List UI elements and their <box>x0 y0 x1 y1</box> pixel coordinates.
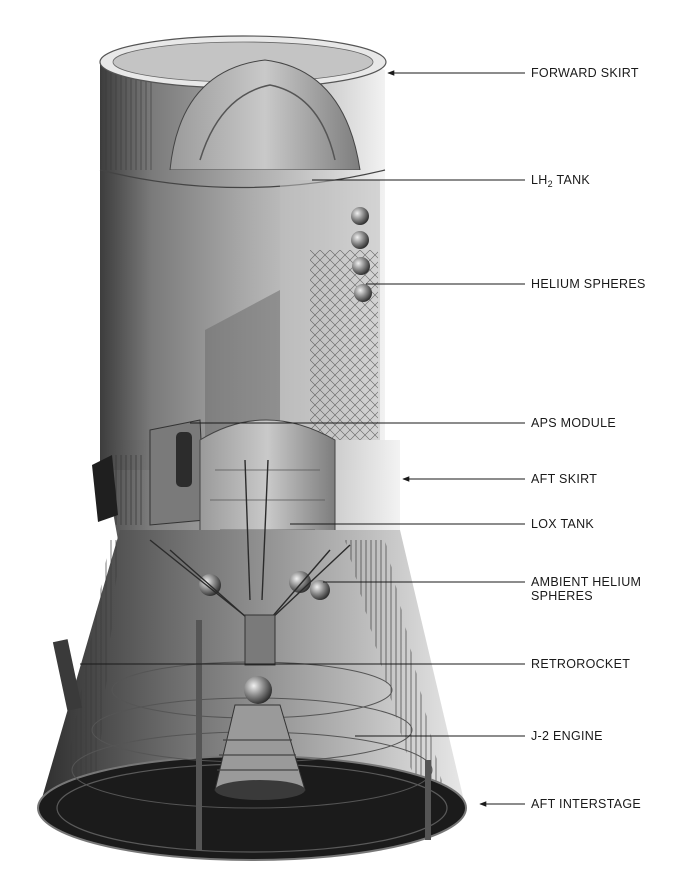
aps-module-unit <box>176 432 192 487</box>
label-ambient-helium-line1: AMBIENT HELIUM <box>531 575 642 589</box>
retrorocket-tubes <box>52 620 431 850</box>
label-j2-engine: J-2 ENGINE <box>531 729 603 743</box>
helium-sphere <box>352 257 370 275</box>
leader-lines <box>80 70 525 807</box>
ambient-helium-sphere <box>289 571 311 593</box>
label-aps-module: APS MODULE <box>531 416 616 430</box>
lh2-tank-body <box>99 169 386 470</box>
label-lh2-tank-subscript: 2 <box>547 179 553 189</box>
j2-engine <box>214 614 306 800</box>
label-lh2-tank-suffix: TANK <box>552 173 591 187</box>
label-lh2-tank: LH2 TANK <box>531 173 591 189</box>
helium-sphere <box>351 207 369 225</box>
label-aft-skirt: AFT SKIRT <box>531 472 598 486</box>
label-helium-spheres: HELIUM SPHERES <box>531 277 646 291</box>
label-ambient-helium-line2: SPHERES <box>531 589 593 603</box>
helium-spheres-group <box>351 207 372 302</box>
label-forward-skirt: FORWARD SKIRT <box>531 66 639 80</box>
label-aft-interstage: AFT INTERSTAGE <box>531 797 641 811</box>
ambient-helium-sphere <box>310 580 330 600</box>
label-retrorocket: RETROROCKET <box>531 657 631 671</box>
lh2-tank-dome <box>169 59 361 171</box>
helium-sphere <box>354 284 372 302</box>
helium-sphere <box>351 231 369 249</box>
label-ambient-helium-spheres: AMBIENT HELIUM SPHERES <box>531 575 641 603</box>
label-lh2-tank-text: LH <box>531 173 548 187</box>
label-lox-tank: LOX TANK <box>531 517 595 531</box>
thrust-struts <box>149 459 351 626</box>
